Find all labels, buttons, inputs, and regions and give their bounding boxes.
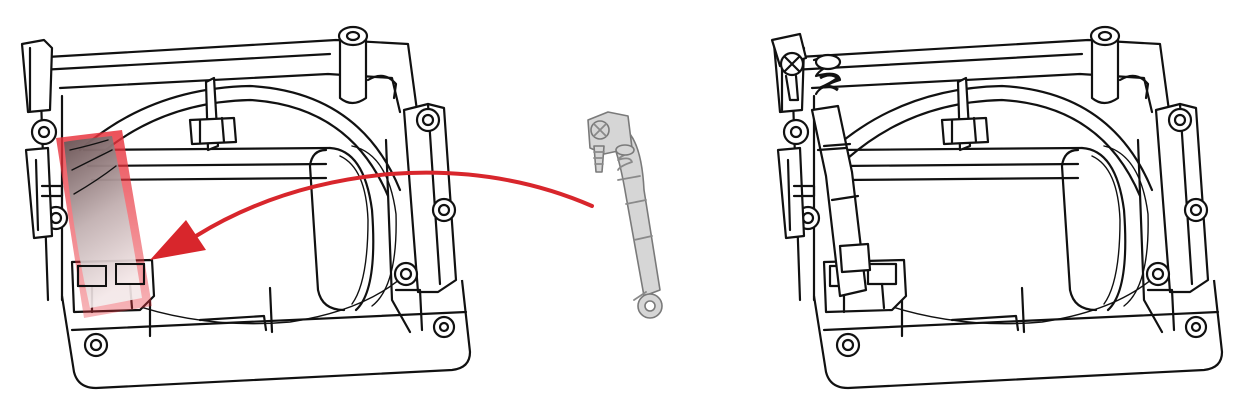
highlight-zone [56,130,152,318]
housing-after [770,25,1224,390]
housing-before [20,25,472,390]
lever-part [587,111,663,319]
insertion-arrow [150,170,594,260]
installed-lever [770,32,872,298]
